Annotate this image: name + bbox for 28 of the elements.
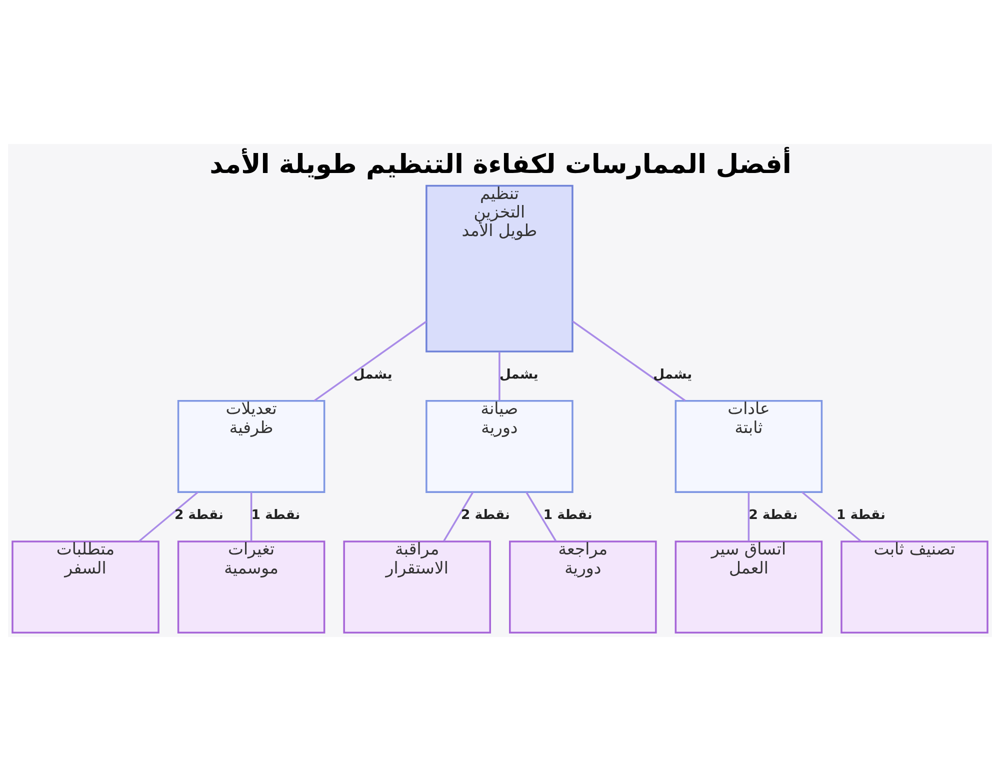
node-box: عادات ثابتة — [674, 400, 823, 493]
node-box: اتساق سير العمل — [674, 540, 823, 634]
edge-label: نقطة 1 — [251, 508, 300, 524]
node-box: مراقبة الاستقرار — [343, 540, 491, 634]
node-box: صيانة دورية — [426, 400, 574, 493]
node-box: تعديلات ظرفية — [177, 400, 326, 493]
node-box: تغيرات موسمية — [177, 540, 326, 634]
connector — [526, 492, 557, 542]
node-box: تصنيف ثابت — [840, 540, 988, 634]
connector — [748, 492, 750, 542]
edge-label: يشمل — [499, 368, 538, 383]
node-box: تنظيم التخزين طويل الأمد — [426, 184, 574, 352]
connector — [250, 492, 252, 542]
connector — [572, 320, 686, 402]
connector — [138, 491, 198, 542]
edge-label: نقطة 2 — [174, 508, 224, 524]
edge-label: نقطة 1 — [543, 508, 592, 524]
edge-label: يشمل — [353, 368, 392, 383]
connector — [498, 352, 500, 401]
edge-label: نقطة 2 — [748, 508, 798, 524]
node-box: مراجعة دورية — [509, 540, 657, 634]
edge-label: يشمل — [653, 368, 692, 383]
connector — [443, 492, 474, 542]
edge-label: نقطة 2 — [461, 508, 510, 524]
connector — [314, 320, 427, 402]
node-box: متطلبات السفر — [12, 540, 160, 634]
edge-label: نقطة 1 — [836, 508, 886, 524]
connector — [802, 491, 862, 542]
